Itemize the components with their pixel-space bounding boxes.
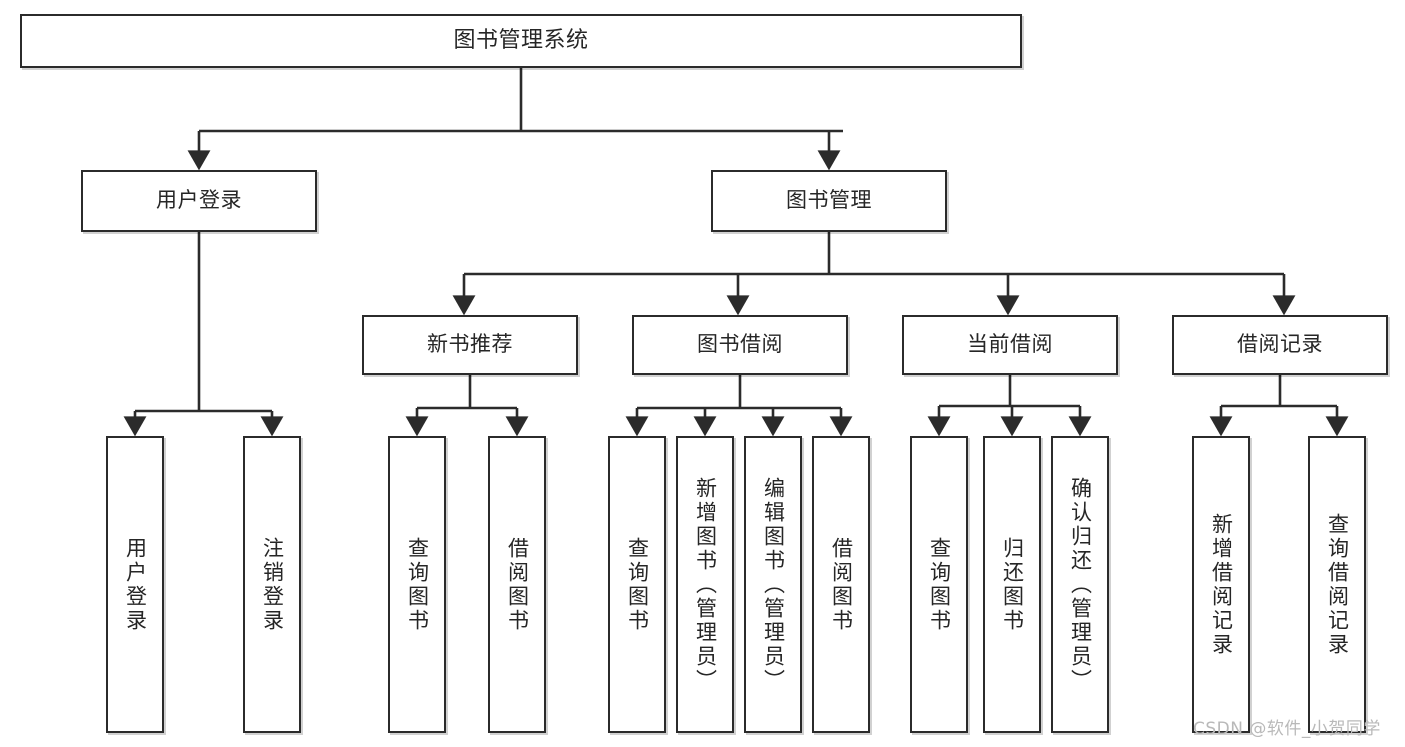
node-borrow-record[interactable]: 借阅记录: [1172, 315, 1388, 375]
node-user-login[interactable]: 用户登录: [81, 170, 317, 232]
node-leaf-query-book-3-label: 查询图书: [927, 536, 952, 633]
node-new-book-recommend[interactable]: 新书推荐: [362, 315, 578, 375]
node-leaf-user-logout[interactable]: 注销登录: [243, 436, 301, 733]
node-new-book-recommend-label: 新书推荐: [427, 332, 513, 357]
node-book-borrow-label: 图书借阅: [697, 332, 783, 357]
node-current-borrow-label: 当前借阅: [967, 332, 1053, 357]
node-leaf-add-record[interactable]: 新增借阅记录: [1192, 436, 1250, 733]
node-leaf-query-book-3[interactable]: 查询图书: [910, 436, 968, 733]
node-leaf-borrow-book-2-label: 借阅图书: [829, 536, 854, 633]
csdn-watermark: CSDN @软件_小贺同学: [1193, 719, 1381, 739]
node-leaf-edit-book-label: 编辑图书（管理员）: [761, 476, 786, 693]
node-book-manage-label: 图书管理: [786, 188, 872, 213]
node-leaf-query-book-1[interactable]: 查询图书: [388, 436, 446, 733]
node-leaf-user-login-label: 用户登录: [123, 536, 148, 633]
node-leaf-add-record-label: 新增借阅记录: [1209, 512, 1234, 657]
node-leaf-return-book-label: 归还图书: [1000, 536, 1025, 633]
node-leaf-add-book[interactable]: 新增图书（管理员）: [676, 436, 734, 733]
node-borrow-record-label: 借阅记录: [1237, 332, 1323, 357]
node-leaf-user-logout-label: 注销登录: [260, 536, 285, 633]
node-leaf-confirm-return[interactable]: 确认归还（管理员）: [1051, 436, 1109, 733]
node-leaf-borrow-book-1[interactable]: 借阅图书: [488, 436, 546, 733]
node-book-manage[interactable]: 图书管理: [711, 170, 947, 232]
node-leaf-query-record[interactable]: 查询借阅记录: [1308, 436, 1366, 733]
node-root[interactable]: 图书管理系统: [20, 14, 1022, 68]
node-leaf-query-book-1-label: 查询图书: [405, 536, 430, 633]
node-leaf-return-book[interactable]: 归还图书: [983, 436, 1041, 733]
node-current-borrow[interactable]: 当前借阅: [902, 315, 1118, 375]
node-leaf-borrow-book-1-label: 借阅图书: [505, 536, 530, 633]
node-root-label: 图书管理系统: [453, 27, 589, 53]
node-user-login-label: 用户登录: [156, 188, 242, 213]
node-leaf-edit-book[interactable]: 编辑图书（管理员）: [744, 436, 802, 733]
node-leaf-query-book-2-label: 查询图书: [625, 536, 650, 633]
node-leaf-user-login[interactable]: 用户登录: [106, 436, 164, 733]
node-leaf-confirm-return-label: 确认归还（管理员）: [1068, 476, 1093, 693]
node-leaf-borrow-book-2[interactable]: 借阅图书: [812, 436, 870, 733]
node-leaf-add-book-label: 新增图书（管理员）: [693, 476, 718, 693]
node-leaf-query-record-label: 查询借阅记录: [1325, 512, 1350, 657]
node-book-borrow[interactable]: 图书借阅: [632, 315, 848, 375]
node-leaf-query-book-2[interactable]: 查询图书: [608, 436, 666, 733]
